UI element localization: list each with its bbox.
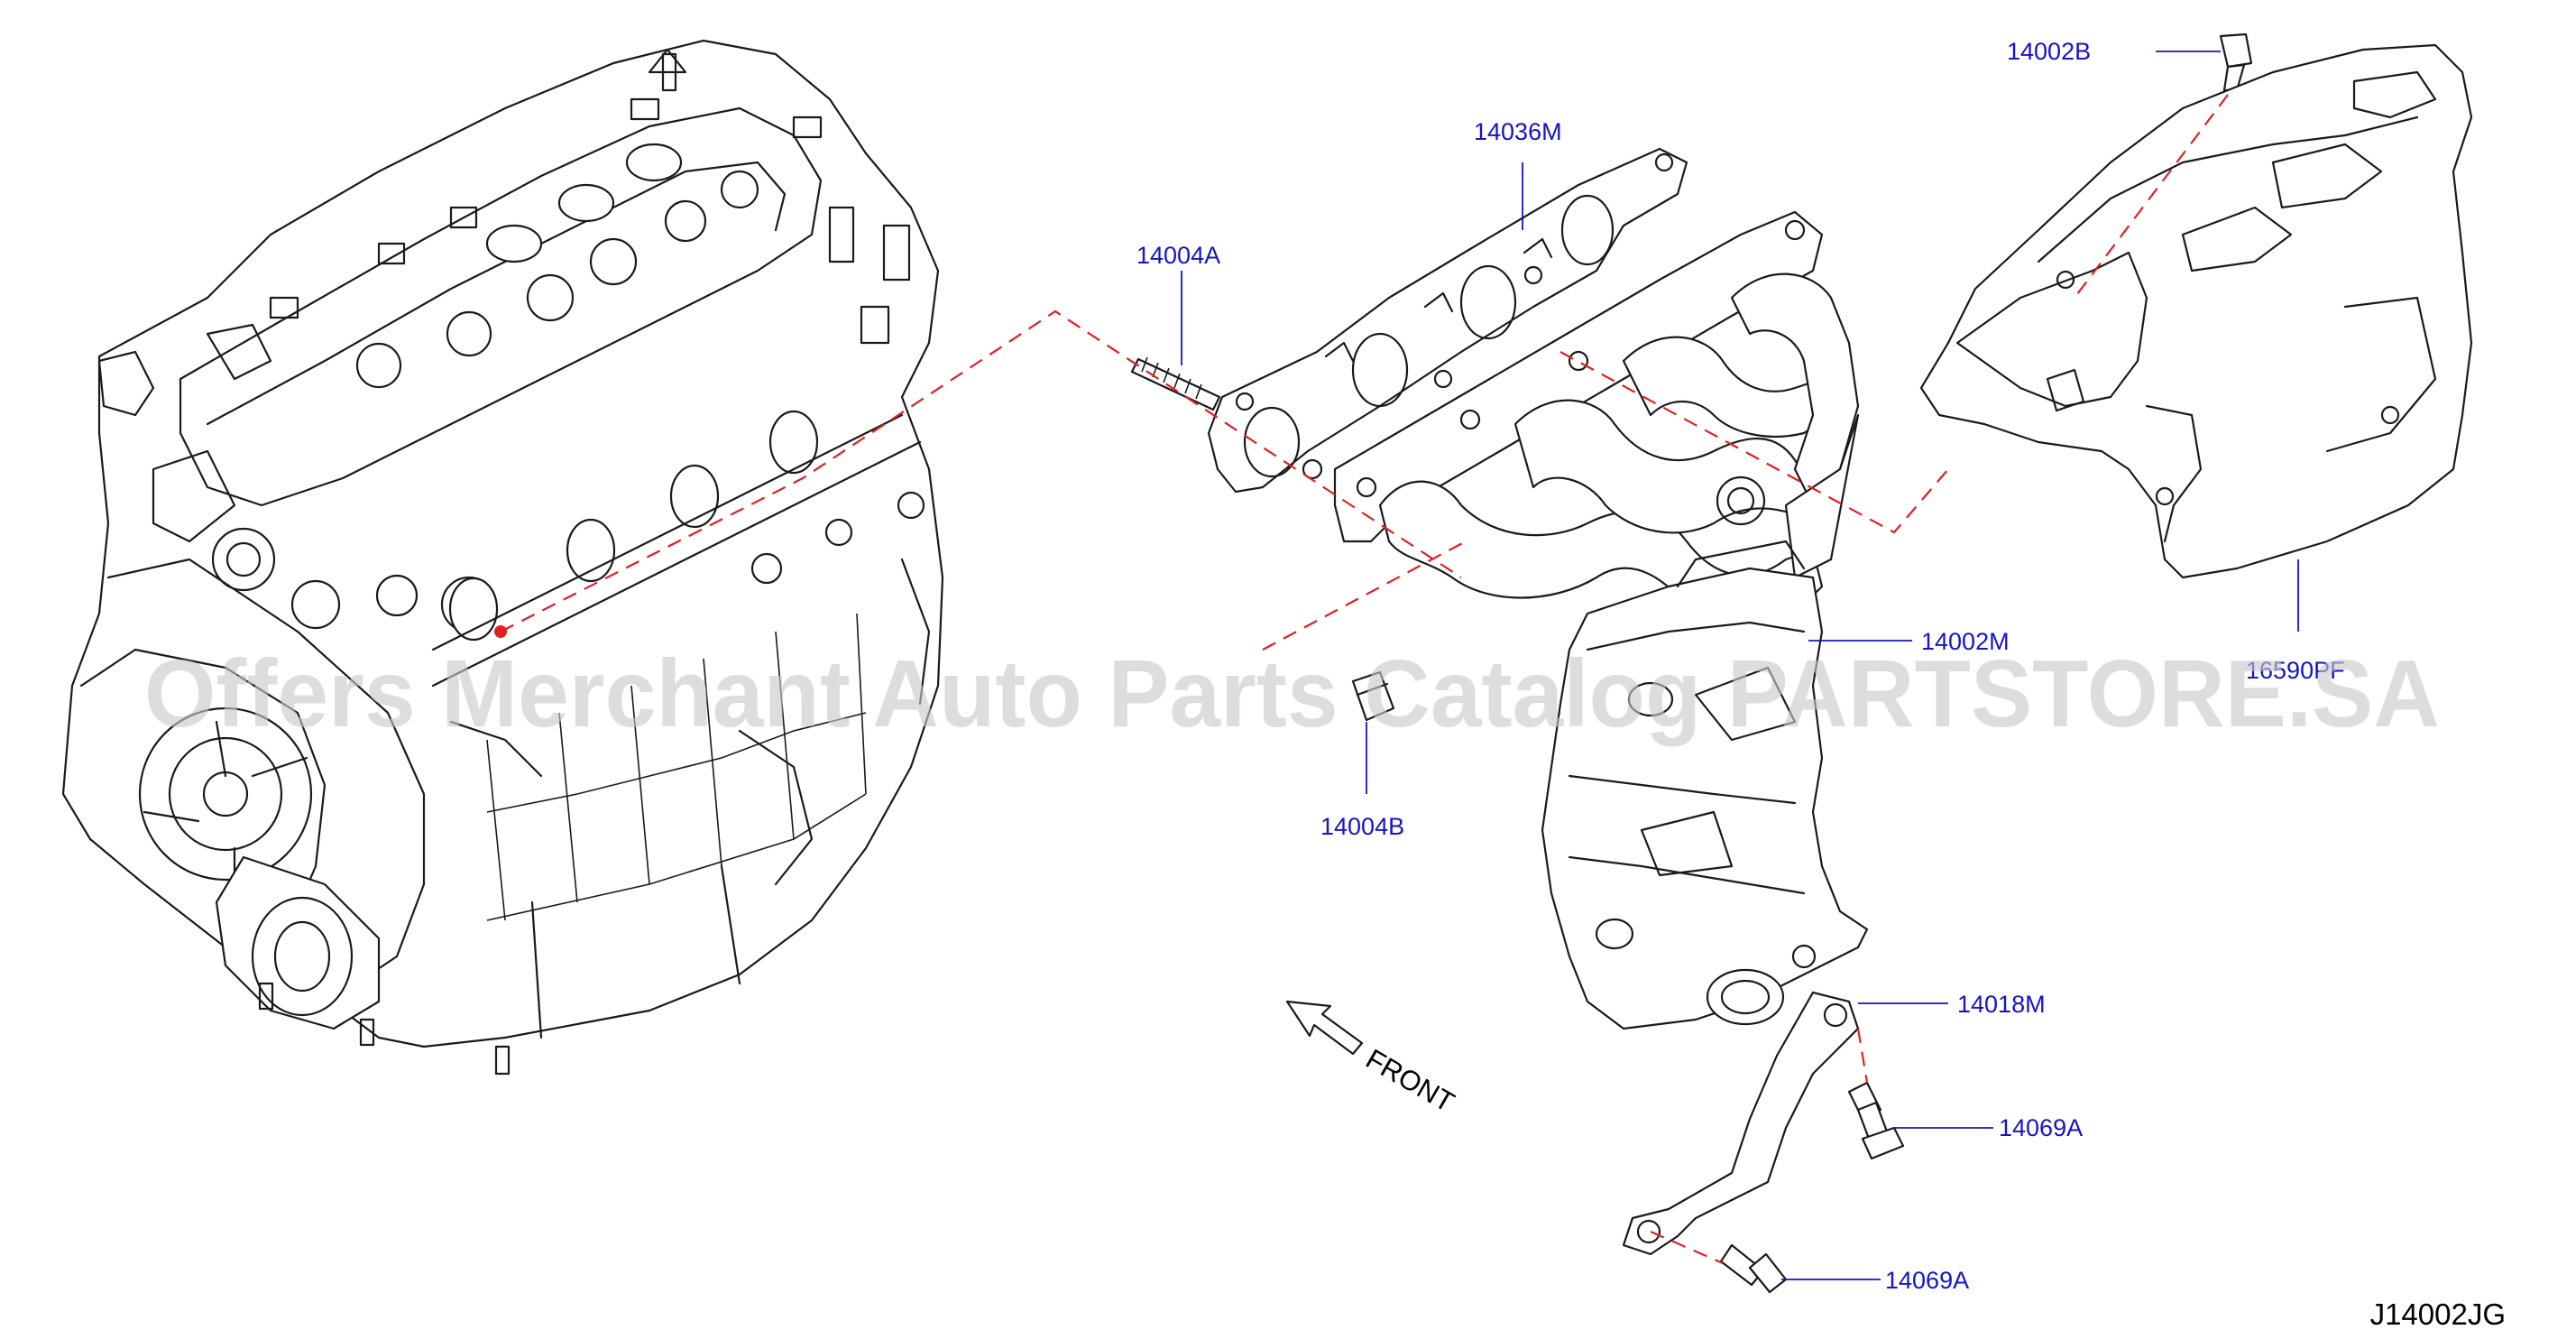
part-labels: 14002B 14036M 14004A 14002M 14004B 14018… [1136,38,2345,1294]
watermark-text: Offers Merchant Auto Parts Catalog PARTS… [144,641,2440,747]
label-14004a: 14004A [1136,242,1220,269]
label-14002b: 14002B [2007,38,2091,65]
bolt-14069a-lower-drawing [1719,1243,1788,1294]
manifold-gasket-drawing [1207,147,1688,494]
exhaust-manifold-drawing [1333,210,1869,1030]
outline-arrow-icon [1285,1000,1364,1056]
diagram-code: J14002JG [2370,1297,2506,1331]
label-14004b: 14004B [1320,813,1404,840]
label-14002m: 14002M [1921,628,2010,655]
label-14069a-lower: 14069A [1885,1267,1969,1294]
bolt-14069a-upper-drawing [1847,1081,1905,1160]
heat-shield-drawing [1919,43,2473,579]
nut-14004b-drawing [1351,670,1395,722]
front-label: FRONT [1361,1043,1460,1119]
front-indicator: FRONT [1285,1000,1460,1119]
engine-assembly-drawing [61,39,944,1076]
label-16590pf: 16590PF [2246,657,2345,684]
stud-14004a-drawing [1130,356,1221,411]
leader-lines [1181,51,2299,1280]
label-14069a-upper: 14069A [1999,1114,2083,1141]
label-14018m: 14018M [1957,991,2046,1018]
label-14036m: 14036M [1474,118,1562,145]
bracket-14018m-drawing [1622,991,1860,1256]
assembly-centerlines [500,94,2229,1265]
